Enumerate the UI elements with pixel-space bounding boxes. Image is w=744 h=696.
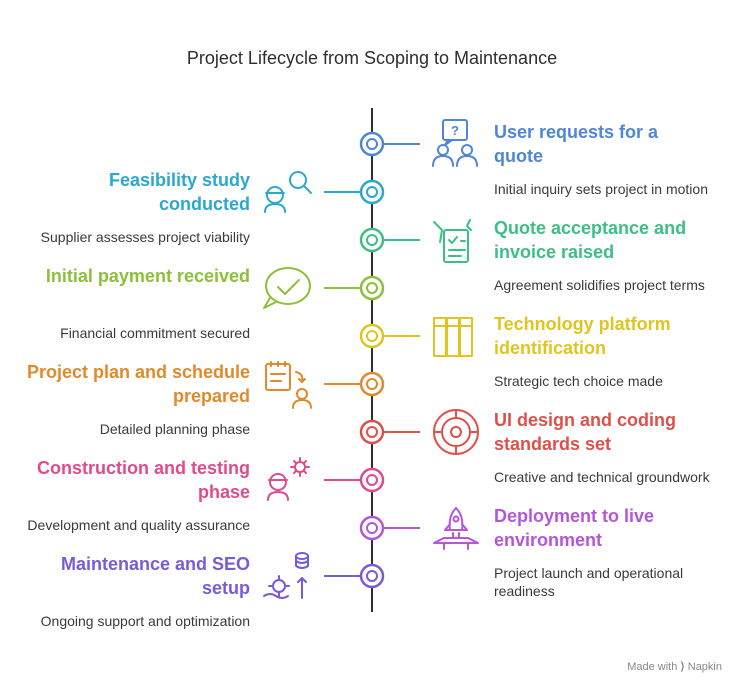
timeline-node [359,227,385,253]
columns-icon [433,317,473,357]
step-title: UI design and coding standards set [494,410,677,454]
footer-attribution: Made with ⟩ Napkin [627,660,722,673]
timeline-node-inner [366,378,378,390]
rocket-launch-icon [433,507,479,550]
step-description: Project launch and operational readiness [494,565,684,599]
timeline-node [359,275,385,301]
timeline-node-inner [366,234,378,246]
step-description: Initial inquiry sets project in motion [494,181,708,197]
plan-person-icon [265,361,312,409]
timeline-node [359,563,385,589]
timeline-node [359,419,385,445]
database-gear-icon [263,552,309,599]
timeline-node-inner [366,138,378,150]
checklist-hand-icon [433,219,472,263]
checkmark-bubble-icon [263,267,311,309]
step-title: Initial payment received [45,266,250,286]
step-title: Construction and testing phase [37,458,250,502]
page-title: Project Lifecycle from Scoping to Mainte… [186,48,558,68]
timeline-node-inner [366,522,378,534]
target-wheel-icon [433,409,479,455]
step-title: Maintenance and SEO setup [60,554,250,598]
napkin-logo-icon: ⟩ [680,661,685,673]
engineer-gear-icon [267,457,310,501]
timeline-node [359,515,385,541]
step-description: Supplier assesses project viability [40,229,250,245]
step-description: Financial commitment secured [60,325,250,341]
step-description: Creative and technical groundwork [494,469,710,485]
timeline-node-inner [366,474,378,486]
timeline-node-inner [366,186,378,198]
step-title: Deployment to live environment [494,506,655,550]
svg-text:?: ? [451,123,459,138]
timeline-node [359,371,385,397]
step-title: Project plan and schedule prepared [26,362,250,406]
timeline-node-inner [366,570,378,582]
timeline-node [359,323,385,349]
step-title: Technology platform identification [494,314,671,358]
timeline-node [359,179,385,205]
timeline-node [359,131,385,157]
question-people-icon: ? [432,119,478,167]
step-description: Strategic tech choice made [494,373,663,389]
timeline-node-inner [366,282,378,294]
timeline-node-inner [366,426,378,438]
timeline-node [359,467,385,493]
step-description: Agreement solidifies project terms [494,277,705,293]
step-title: User requests for a quote [494,122,659,166]
step-description: Ongoing support and optimization [40,613,250,629]
timeline-node-inner [366,330,378,342]
step-description: Development and quality assurance [27,517,250,533]
engineer-search-icon [264,171,312,213]
step-title: Quote acceptance and invoice raised [494,218,687,262]
footer-brand: Napkin [687,661,722,673]
step-title: Feasibility study conducted [108,170,250,214]
step-description: Detailed planning phase [99,421,250,437]
footer-prefix: Made with [627,661,678,673]
